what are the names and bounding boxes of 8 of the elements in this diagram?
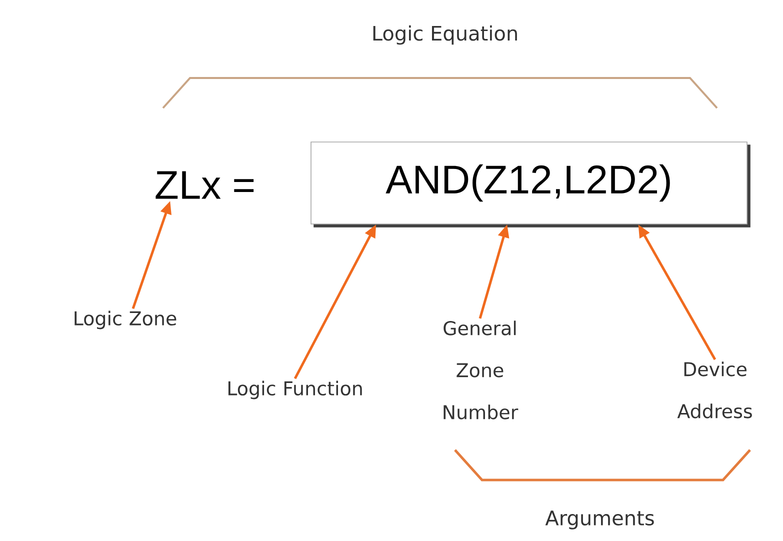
function-box: AND(Z12,L2D2) — [310, 142, 750, 228]
bracket-label: Logic Equation — [373, 25, 517, 45]
equation-text: ZLx = — [156, 171, 254, 199]
part-label: Device Address — [677, 362, 752, 418]
bracket-label: Arguments — [545, 510, 654, 530]
part-label: General Zone Number — [444, 320, 518, 420]
part-label: Logic Function — [228, 380, 362, 400]
part-label: Logic Zone — [74, 310, 176, 330]
